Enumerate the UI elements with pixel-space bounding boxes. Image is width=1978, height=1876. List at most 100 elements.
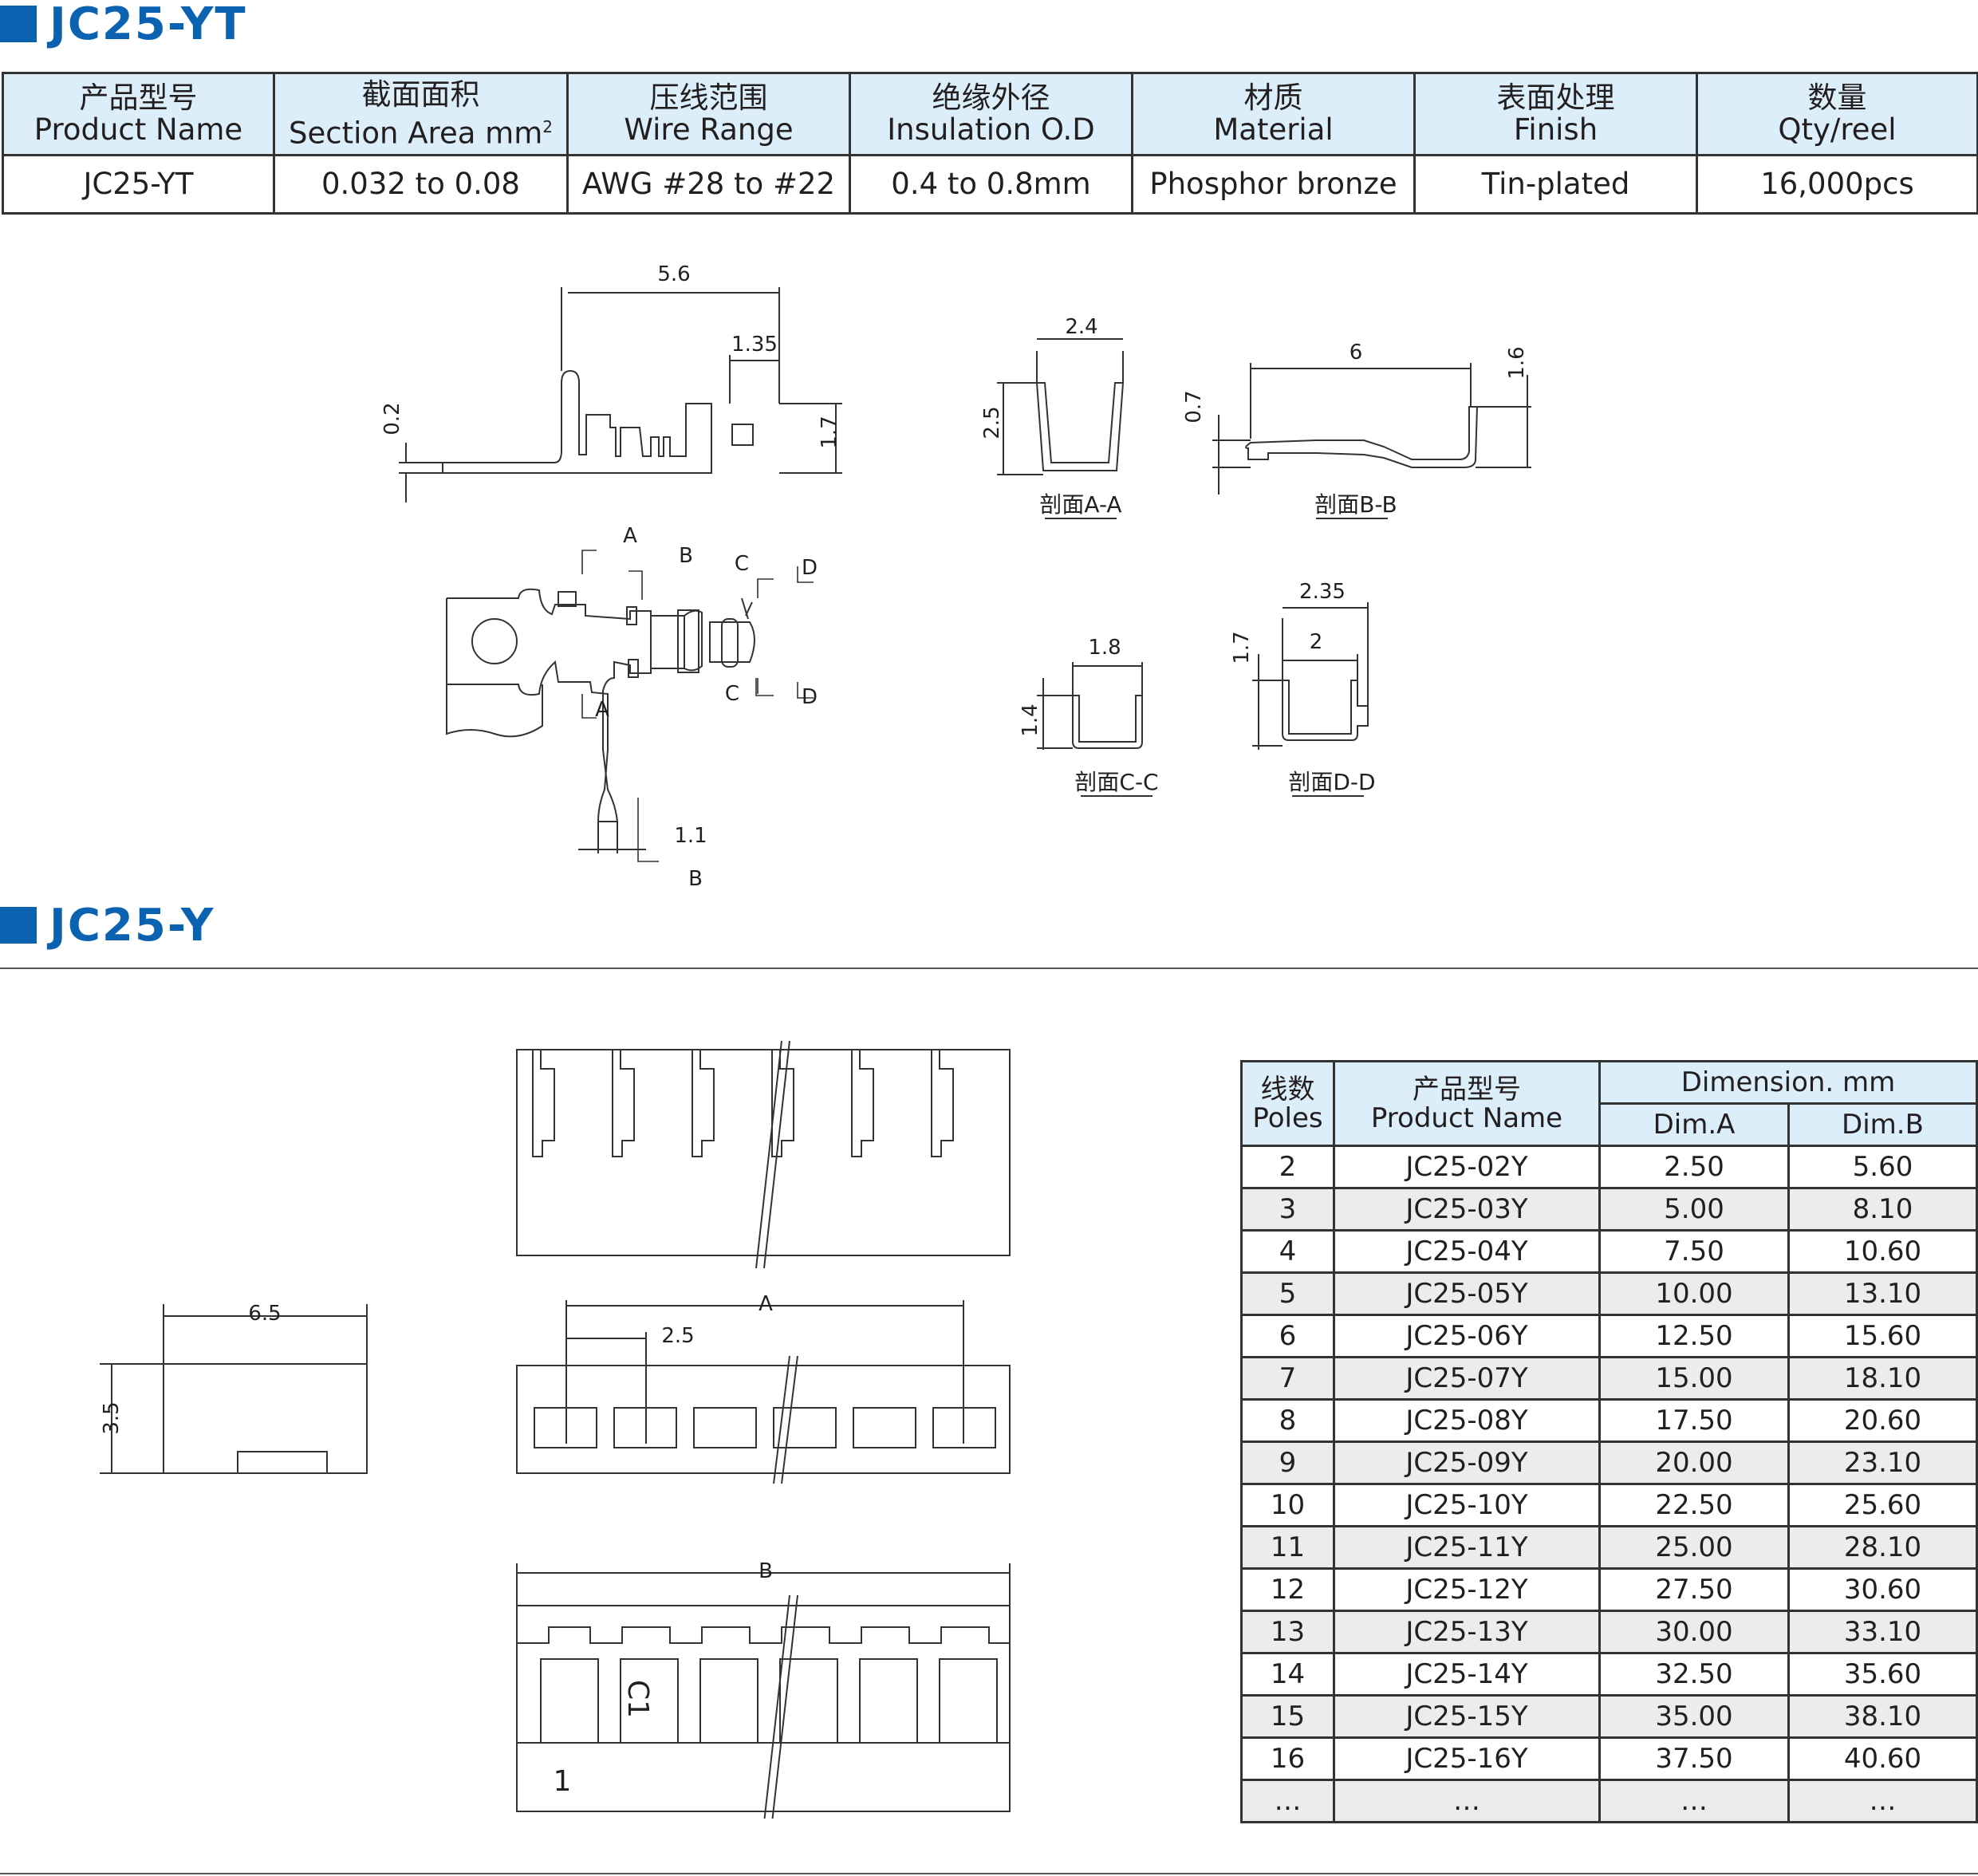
- label-c-top: C: [735, 552, 749, 576]
- cell-product-name: JC25-07Y: [1333, 1356, 1601, 1401]
- cell-poles: 7: [1240, 1356, 1335, 1401]
- cell-product-name: JC25-10Y: [1333, 1483, 1601, 1527]
- cell-product-name: JC25-15Y: [1333, 1694, 1601, 1739]
- cell-section-area: 0.032 to 0.08: [273, 154, 569, 215]
- cell-poles: 16: [1240, 1736, 1335, 1781]
- cell-poles: 2: [1240, 1145, 1335, 1189]
- cell-poles: 11: [1240, 1525, 1335, 1570]
- dim-2-5: 2.5: [661, 1324, 694, 1348]
- cell-dim-a: 20.00: [1598, 1440, 1790, 1485]
- cell-dim-a: 35.00: [1598, 1694, 1790, 1739]
- dd-width-2: 2: [1310, 630, 1323, 654]
- cell-qty-reel: 16,000pcs: [1696, 154, 1978, 215]
- cell-poles: 9: [1240, 1440, 1335, 1485]
- cell-product-name: JC25-08Y: [1333, 1398, 1601, 1443]
- cell-dim-b: 13.10: [1787, 1271, 1978, 1316]
- cell-dim-a: 10.00: [1598, 1271, 1790, 1316]
- cell-product-name: JC25-05Y: [1333, 1271, 1601, 1316]
- cell-dim-b: 28.10: [1787, 1525, 1978, 1570]
- section-marker-icon: [0, 6, 37, 42]
- mark-c1: C1: [621, 1680, 654, 1718]
- header-dim-a: Dim.A: [1598, 1102, 1790, 1147]
- cell-dim-a: 5.00: [1598, 1187, 1790, 1232]
- section-divider: [0, 968, 1978, 969]
- cell-dim-b: 25.60: [1787, 1483, 1978, 1527]
- cell-dim-a: 30.00: [1598, 1610, 1790, 1654]
- cell-product-name: JC25-09Y: [1333, 1440, 1601, 1485]
- cell-dim-b: 35.60: [1787, 1652, 1978, 1697]
- cc-width: 1.8: [1088, 636, 1121, 660]
- cell-poles: 8: [1240, 1398, 1335, 1443]
- dim-1-1: 1.1: [674, 824, 707, 848]
- cell-product-name: JC25-02Y: [1333, 1145, 1601, 1189]
- cell-poles: 12: [1240, 1567, 1335, 1612]
- section-views: 2.4 2.5 剖面A-A 6 1.6 0.7 剖面B-B 1.8 1.4 剖面…: [980, 315, 1531, 797]
- header-dimension: Dimension. mm: [1598, 1060, 1978, 1105]
- label-b-top: B: [679, 544, 693, 568]
- bb-height-0-7: 0.7: [1182, 390, 1206, 423]
- bottom-divider: [0, 1873, 1978, 1874]
- cc-caption: 剖面C-C: [1074, 769, 1158, 795]
- cell-product-name: …: [1333, 1779, 1601, 1823]
- cell-finish: Tin-plated: [1413, 154, 1698, 215]
- section-title-jc25-yt: JC25-YT: [0, 0, 247, 50]
- aa-height: 2.5: [980, 406, 1004, 439]
- dim-b: B: [758, 1559, 773, 1583]
- cell-poles: 3: [1240, 1187, 1335, 1232]
- cell-product-name: JC25-13Y: [1333, 1610, 1601, 1654]
- cell-dim-a: 12.50: [1598, 1314, 1790, 1358]
- cell-poles: …: [1240, 1779, 1335, 1823]
- cell-dim-b: 10.60: [1787, 1229, 1978, 1274]
- cell-poles: 13: [1240, 1610, 1335, 1654]
- dd-caption: 剖面D-D: [1288, 769, 1375, 795]
- bb-caption: 剖面B-B: [1314, 491, 1397, 518]
- cell-poles: 10: [1240, 1483, 1335, 1527]
- cell-poles: 14: [1240, 1652, 1335, 1697]
- mark-1: 1: [554, 1765, 572, 1798]
- cell-product-name: JC25-11Y: [1333, 1525, 1601, 1570]
- cell-dim-a: 27.50: [1598, 1567, 1790, 1612]
- terminal-drawing: 5.6 1.35 0.2 1.7 1.1 A A B B C C D D: [380, 262, 842, 891]
- cell-dim-b: …: [1787, 1779, 1978, 1823]
- cell-product-name: JC25-03Y: [1333, 1187, 1601, 1232]
- label-d-top: D: [802, 556, 818, 580]
- cell-dim-b: 40.60: [1787, 1736, 1978, 1781]
- cell-dim-a: 37.50: [1598, 1736, 1790, 1781]
- cell-dim-b: 20.60: [1787, 1398, 1978, 1443]
- cell-dim-a: …: [1598, 1779, 1790, 1823]
- dim-6-5: 6.5: [248, 1302, 281, 1326]
- dim-5-6: 5.6: [657, 262, 690, 286]
- label-c-bottom: C: [725, 682, 739, 706]
- bb-height-1-6: 1.6: [1505, 346, 1529, 379]
- bb-width: 6: [1350, 341, 1363, 365]
- dim-subheader-row: Dim.A Dim.B: [1242, 1102, 1978, 1147]
- aa-caption: 剖面A-A: [1039, 491, 1121, 518]
- cell-dim-a: 15.00: [1598, 1356, 1790, 1401]
- cell-product-name: JC25-04Y: [1333, 1229, 1601, 1274]
- cell-dim-b: 8.10: [1787, 1187, 1978, 1232]
- cell-poles: 5: [1240, 1271, 1335, 1316]
- dim-3-5: 3.5: [100, 1401, 124, 1434]
- cell-dim-b: 30.60: [1787, 1567, 1978, 1612]
